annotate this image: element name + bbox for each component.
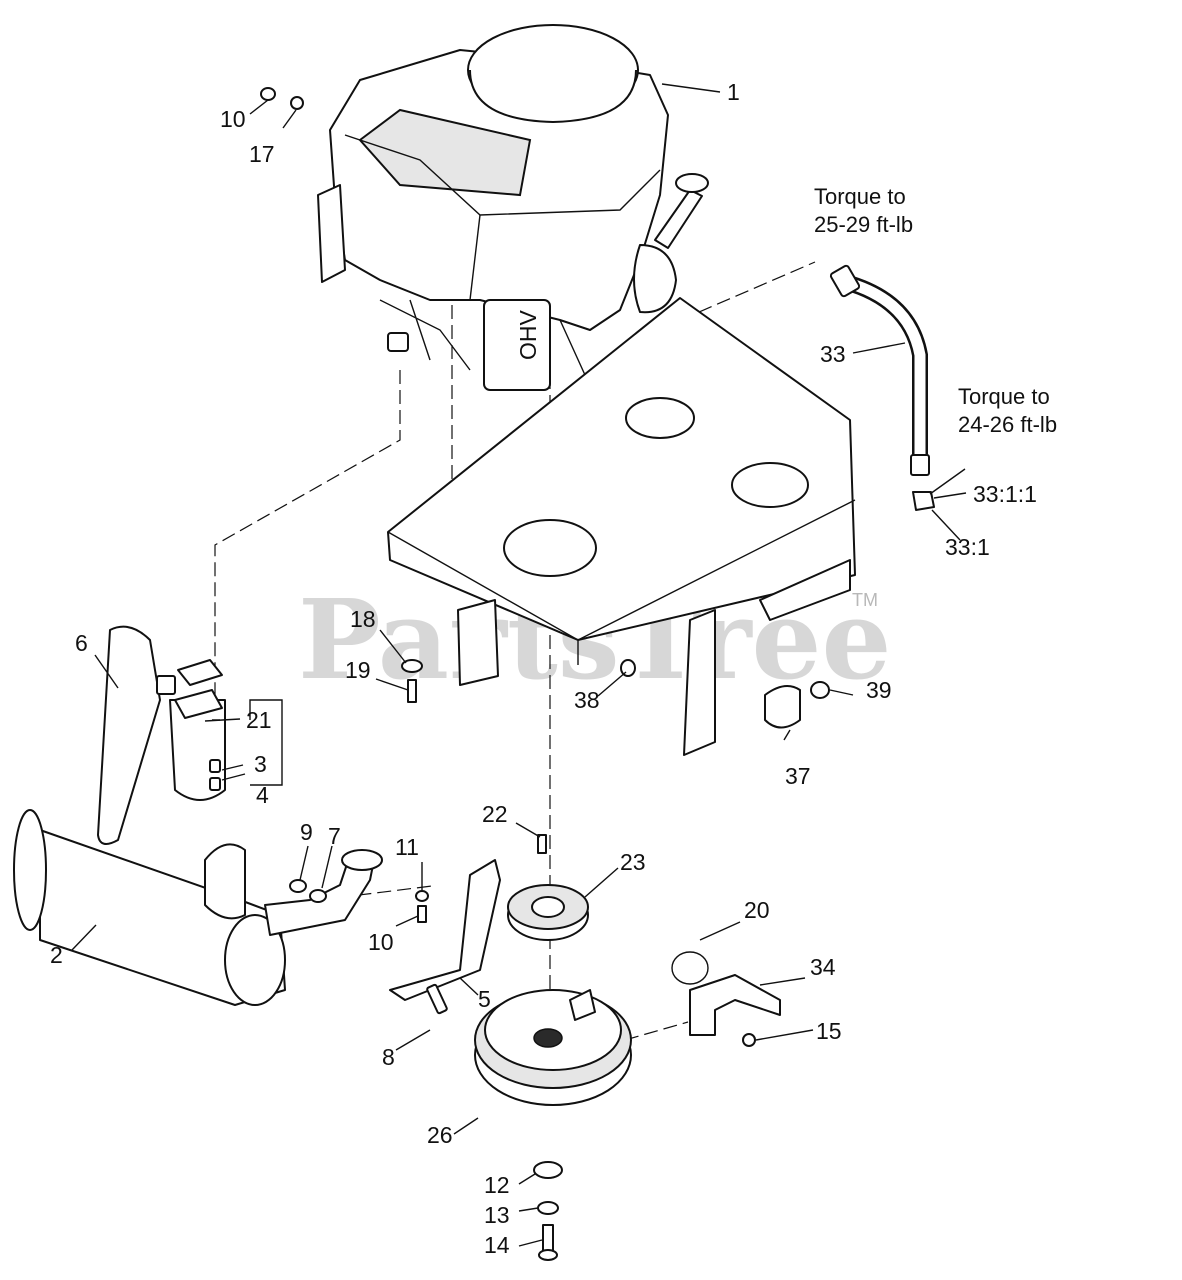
callout-14: 14 [484, 1232, 510, 1258]
engine: OHV [317, 24, 709, 391]
torque-note-2-line2: 24-26 ft-lb [958, 412, 1057, 437]
torque-note-1: Torque to 25-29 ft-lb [814, 184, 913, 237]
bottom-hardware [533, 1161, 563, 1261]
callout-23: 23 [620, 849, 646, 875]
callout-33: 33 [820, 341, 846, 367]
callout-4: 4 [256, 782, 269, 808]
leader-lines [71, 83, 967, 1247]
callout-39: 39 [866, 677, 892, 703]
callout-22: 22 [482, 801, 508, 827]
callout-21: 21 [246, 707, 272, 733]
small-hardware [174, 87, 830, 923]
callout-8: 8 [382, 1044, 395, 1070]
bracket [671, 951, 781, 1047]
callout-3: 3 [254, 751, 267, 777]
callout-38: 38 [574, 687, 600, 713]
watermark-trademark: TM [852, 590, 878, 610]
callout-2: 2 [50, 942, 63, 968]
callout-20: 20 [744, 897, 770, 923]
callout-10-mid: 10 [368, 929, 394, 955]
torque-note-2: Torque to 24-26 ft-lb [958, 384, 1057, 437]
callout-5: 5 [478, 986, 491, 1012]
clutch [474, 989, 632, 1106]
frame [387, 297, 856, 756]
callout-18: 18 [350, 606, 376, 632]
callout-19: 19 [345, 657, 371, 683]
valve-cover-label: OHV [515, 310, 541, 361]
callout-33-1: 33:1 [945, 534, 990, 560]
muffler [13, 625, 286, 1006]
callout-11: 11 [395, 834, 419, 860]
callouts: 1 10 17 6 21 3 4 2 9 7 11 10 5 8 18 19 2… [50, 79, 1037, 1258]
callout-26: 26 [427, 1122, 453, 1148]
callout-34: 34 [810, 954, 836, 980]
callout-7: 7 [328, 823, 341, 849]
callout-17: 17 [249, 141, 275, 167]
torque-note-2-line1: Torque to [958, 384, 1050, 409]
callout-13: 13 [484, 1202, 510, 1228]
callout-10-top: 10 [220, 106, 246, 132]
callout-1: 1 [727, 79, 740, 105]
callout-6: 6 [75, 630, 88, 656]
callout-9: 9 [300, 819, 313, 845]
pulley [507, 884, 589, 941]
callout-37: 37 [785, 763, 811, 789]
hydraulic-hose [829, 264, 935, 511]
torque-note-1-line2: 25-29 ft-lb [814, 212, 913, 237]
callout-15: 15 [816, 1018, 842, 1044]
callout-33-1-1: 33:1:1 [973, 481, 1037, 507]
callout-12: 12 [484, 1172, 510, 1198]
torque-note-1-line1: Torque to [814, 184, 906, 209]
